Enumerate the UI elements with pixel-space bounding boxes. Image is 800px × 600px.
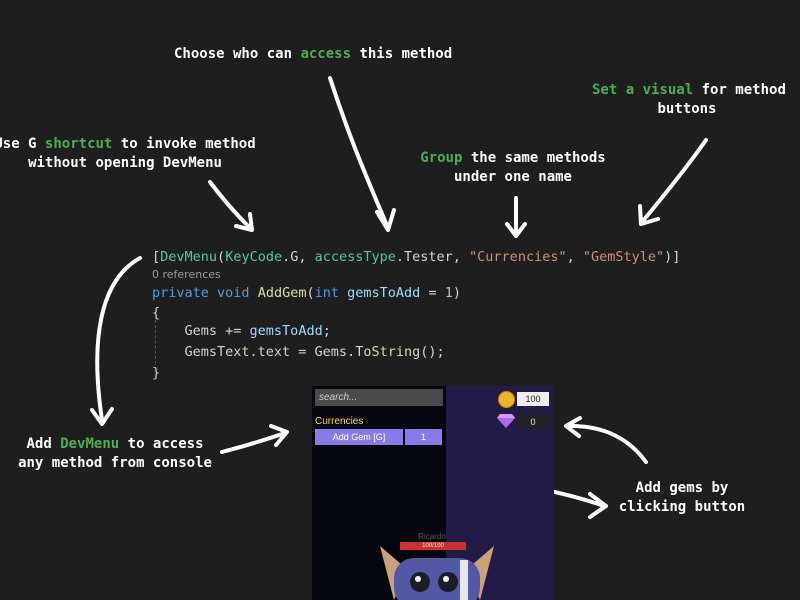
annotation-highlight: Set a visual (592, 82, 694, 98)
code-token: ; (322, 323, 331, 339)
annotation-text: for method (693, 82, 786, 98)
code-token: "GemStyle" (582, 249, 665, 265)
character-name: Ricardo (418, 532, 446, 541)
code-token: GemsText.text = Gems. (152, 344, 356, 360)
code-line-brace-open: { (152, 305, 161, 321)
arrow-devmenu (95, 256, 142, 422)
code-token: )] (664, 249, 681, 265)
code-token: void (217, 285, 250, 301)
code-line-signature: private void AddGem(int gemsToAdd = 1) (152, 283, 461, 303)
arrow-to-counters-head (564, 416, 582, 438)
annotation-highlight: DevMenu (60, 436, 120, 452)
code-line-stmt2: GemsText.text = Gems.ToString(); (152, 342, 445, 362)
annotation-text: buttons (657, 101, 717, 117)
arrow-group-head (505, 222, 527, 238)
indent-guide (155, 320, 156, 364)
annotation-devmenu: Add DevMenu to access any method from co… (10, 435, 220, 473)
arrow-visual (640, 138, 708, 224)
annotation-text: under one name (453, 169, 572, 185)
code-token: gemsToAdd (347, 285, 421, 301)
code-token: gemsToAdd (249, 323, 323, 339)
game-view: search... Currencies Add Gem [G] 1 100 0… (312, 386, 554, 600)
code-token: Gems += (152, 323, 250, 339)
add-gem-button[interactable]: Add Gem [G] (315, 429, 403, 445)
code-token: .Tester, (395, 249, 470, 265)
arrow-access-head (375, 208, 396, 232)
annotation-text: Choose who can (174, 46, 301, 62)
code-token: ToString (355, 344, 421, 360)
annotation-group: Group the same methods under one name (410, 149, 616, 187)
arrow-visual-head (638, 204, 660, 226)
annotation-text: to access (119, 436, 204, 452)
code-token: private (152, 285, 209, 301)
arrow-shortcut-head (234, 212, 254, 232)
annotation-text: clicking button (618, 499, 746, 515)
annotation-text: this method (351, 46, 453, 62)
code-token: .G, (282, 249, 315, 265)
coin-icon (498, 391, 515, 408)
code-token: ) (452, 285, 461, 301)
devmenu-search-input[interactable]: search... (315, 389, 443, 406)
code-line-brace-close: } (152, 365, 161, 381)
annotation-visual: Set a visual for method buttons (592, 81, 786, 119)
code-token: = (420, 285, 445, 301)
arrow-to-panel (220, 431, 287, 454)
annotation-text: without opening DevMenu (28, 155, 222, 171)
gem-counter: 0 (517, 415, 549, 429)
code-token: ( (217, 249, 226, 265)
monster-character (380, 546, 494, 600)
annotation-highlight: shortcut (44, 136, 113, 152)
annotation-gems: Add gems by clicking button (612, 479, 752, 517)
code-token: (); (420, 344, 445, 360)
code-references[interactable]: 0 references (152, 268, 221, 281)
annotation-highlight: access (300, 46, 352, 62)
annotation-text: the same methods (462, 150, 606, 166)
code-token: , (566, 249, 583, 265)
code-token: 1 (444, 285, 453, 301)
code-line-stmt1: Gems += gemsToAdd; (152, 321, 331, 341)
add-gem-amount-field[interactable]: 1 (405, 429, 442, 445)
coin-counter: 100 (517, 392, 549, 406)
arrow-to-counters (566, 423, 648, 464)
code-token: AddGem (257, 285, 307, 301)
annotation-text: Add gems by (635, 480, 729, 496)
code-token: DevMenu (160, 249, 218, 265)
annotation-text: Add (26, 436, 61, 452)
arrow-shortcut (208, 180, 252, 230)
code-token: [ (152, 249, 161, 265)
devmenu-group-label: Currencies (315, 416, 364, 427)
health-bar: 100/100 (400, 542, 466, 550)
annotation-text: Use G (0, 136, 37, 152)
arrow-access (328, 76, 390, 230)
code-line-attribute: [DevMenu(KeyCode.G, accessType.Tester, "… (152, 247, 680, 267)
code-token: accessType (314, 249, 396, 265)
code-token: ( (306, 285, 315, 301)
annotation-highlight: Group (420, 150, 463, 166)
arrow-devmenu-head (90, 407, 114, 426)
code-token: int (314, 285, 340, 301)
annotation-access: Choose who can access this method (174, 45, 452, 64)
annotation-shortcut: Use G shortcut to invoke method without … (0, 135, 256, 173)
annotation-text: any method from console (18, 455, 212, 471)
arrow-to-panel-head (269, 424, 289, 447)
arrow-to-gems-label-head (588, 492, 608, 519)
gem-icon (497, 414, 515, 428)
annotation-text: to invoke method (112, 136, 256, 152)
code-token: "Currencies" (469, 249, 567, 265)
code-token: KeyCode (225, 249, 283, 265)
